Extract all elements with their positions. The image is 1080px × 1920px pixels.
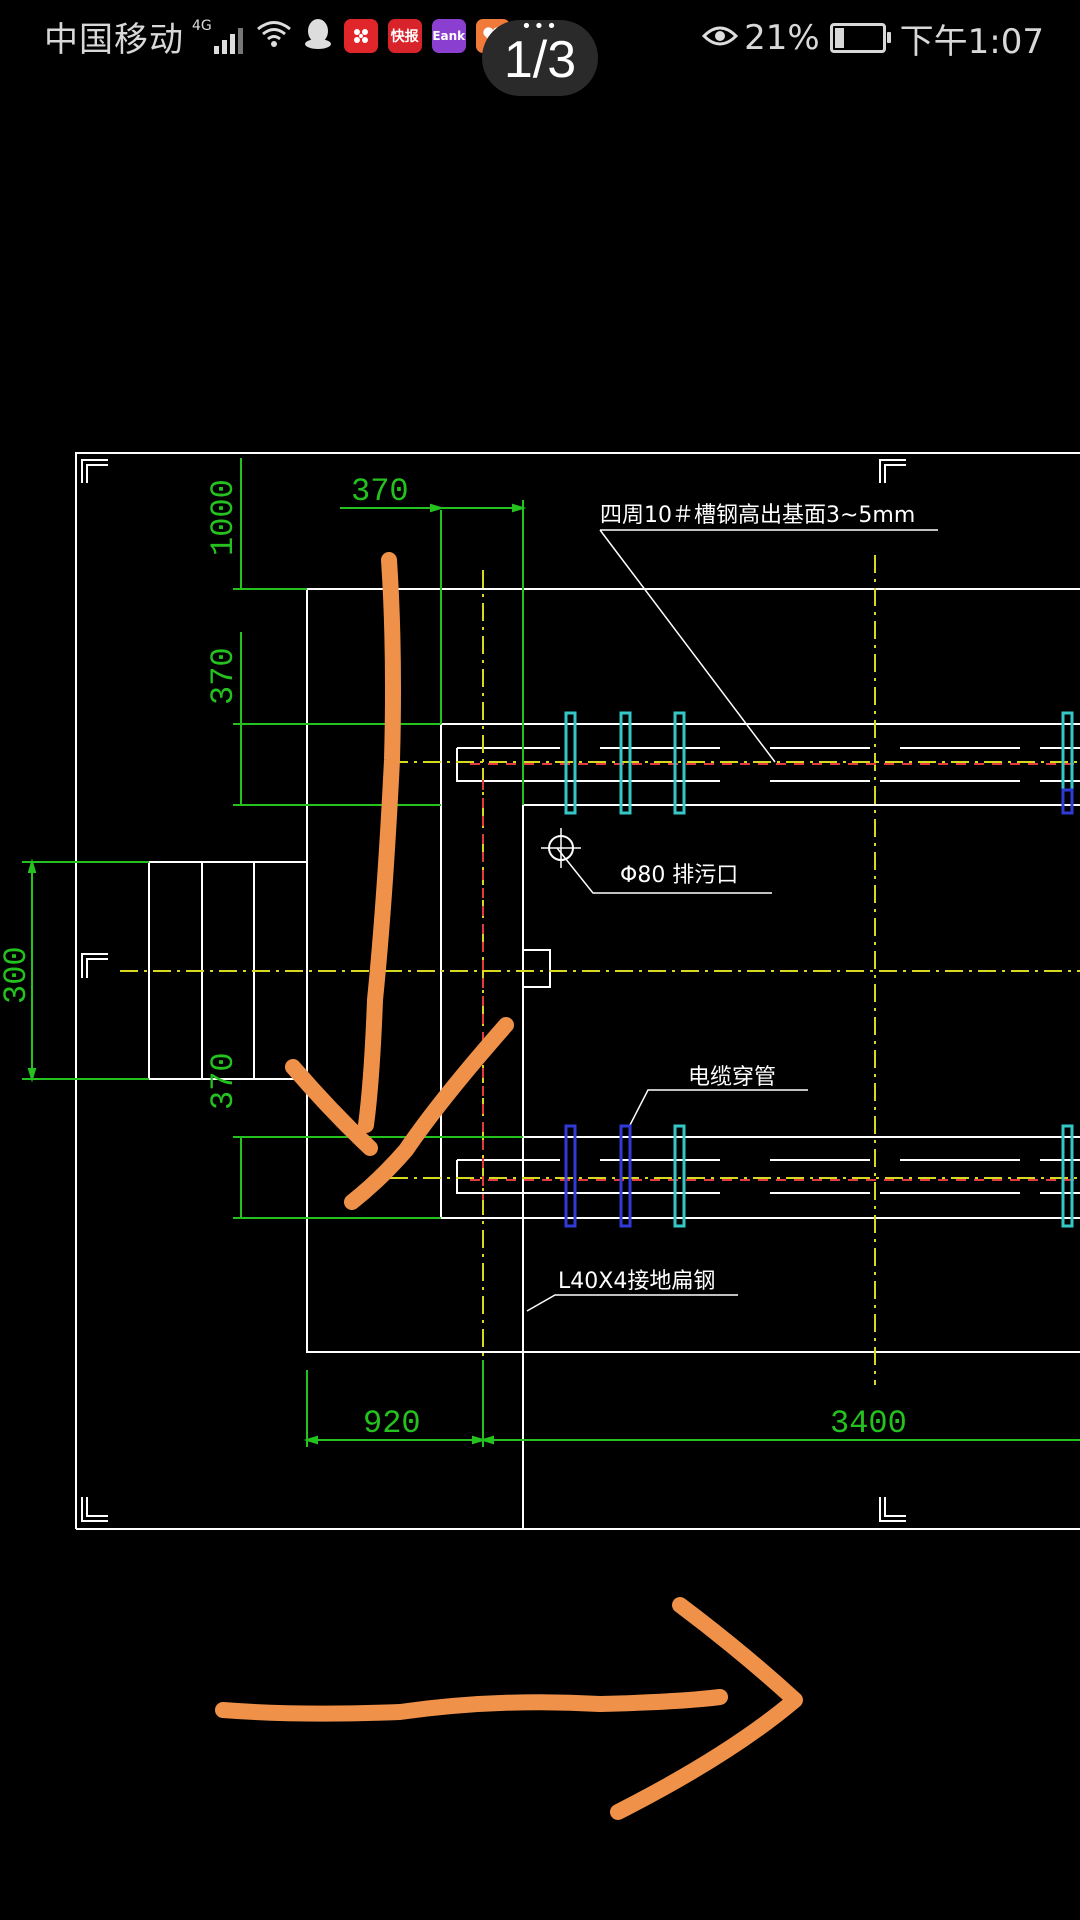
battery-percent: 21%	[744, 18, 820, 58]
arrow-down-annotation	[358, 552, 401, 1133]
penguin-icon	[304, 18, 332, 54]
app-icon-kuaibao: 快报	[387, 19, 422, 53]
network-type: 4G	[192, 18, 212, 34]
arrow-right-head	[610, 1597, 803, 1820]
dimension-370-left-upper: 370	[205, 647, 242, 705]
battery-icon	[829, 23, 891, 53]
label-cable-conduit: 电缆穿管	[688, 1065, 776, 1090]
wifi-icon	[256, 19, 292, 53]
dimension-300: 300	[0, 946, 35, 1004]
dimension-370-top: 370	[351, 473, 409, 510]
label-drain: Φ80 排污口	[620, 863, 738, 888]
label-perimeter-note: 四周10＃槽钢高出基面3~5mm	[600, 503, 915, 528]
label-ground-steel: L40X4接地扁钢	[558, 1269, 715, 1294]
frame-outline	[75, 452, 1080, 1529]
signal-icon: 4G	[192, 18, 246, 54]
dimension-3400: 3400	[830, 1405, 907, 1442]
arrow-down-head	[285, 1017, 514, 1210]
app-icon-red	[343, 19, 378, 53]
dimension-920: 920	[363, 1405, 421, 1442]
clock: 下午1:07	[899, 21, 1044, 62]
eye-icon	[701, 23, 739, 53]
status-bar-right: 21% 下午1:07	[701, 14, 1044, 62]
page-indicator: 1/3	[482, 20, 598, 96]
app-icon-eank: Eank	[431, 19, 466, 53]
more-options-icon[interactable]: •••	[521, 16, 559, 37]
carrier-name: 中国移动	[44, 19, 184, 60]
dimension-1000: 1000	[205, 479, 242, 556]
dimension-370-left-lower: 370	[205, 1052, 242, 1110]
arrow-right-annotation	[215, 1689, 728, 1722]
